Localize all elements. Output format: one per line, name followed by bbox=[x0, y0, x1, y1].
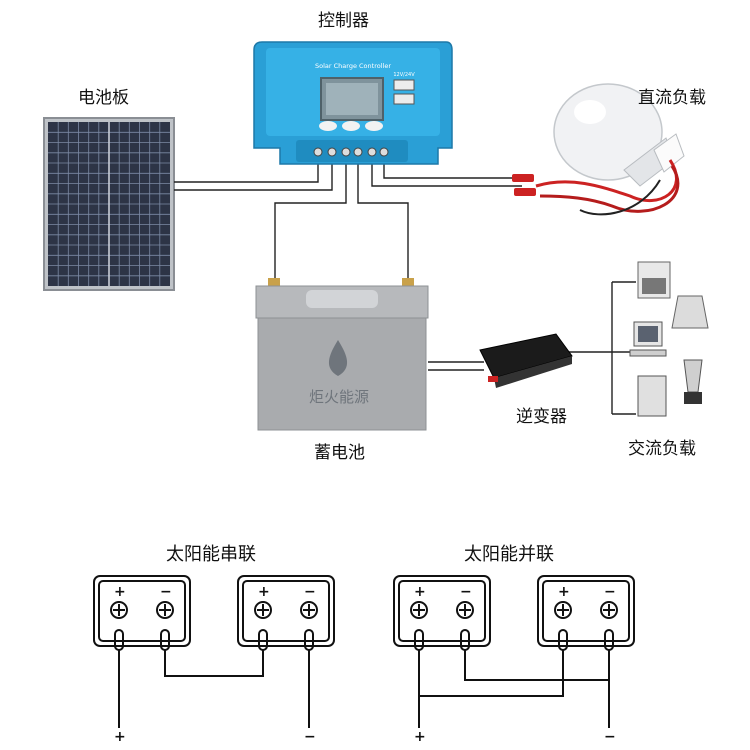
controller-label: 控制器 bbox=[318, 11, 369, 31]
inverter-label: 逆变器 bbox=[516, 407, 567, 427]
parallel-terminal-sign: − bbox=[460, 584, 472, 600]
battery: 炬火能源 bbox=[255, 278, 429, 431]
parallel-terminal-sign: + bbox=[558, 584, 570, 600]
ac-load-label: 交流负载 bbox=[628, 439, 696, 459]
ac-loads bbox=[629, 261, 709, 417]
wires-top bbox=[174, 155, 636, 415]
parallel-terminal-sign: − bbox=[604, 584, 616, 600]
charge-controller: Solar Charge Controller 12V/24V bbox=[253, 41, 453, 165]
series-terminal-sign: + bbox=[114, 584, 126, 600]
series-title: 太阳能串联 bbox=[166, 544, 256, 565]
series-circuit bbox=[93, 575, 335, 728]
parallel-output-plus: + bbox=[414, 729, 426, 745]
controller-brand-text: Solar Charge Controller bbox=[315, 62, 391, 70]
dc-load-label: 直流负载 bbox=[638, 88, 706, 108]
battery-brand-text: 炬火能源 bbox=[309, 388, 369, 406]
solar-panel bbox=[43, 117, 175, 291]
series-output-minus: − bbox=[304, 729, 316, 745]
parallel-title: 太阳能并联 bbox=[464, 544, 554, 565]
controller-voltage-text: 12V/24V bbox=[393, 72, 415, 78]
battery-label: 蓄电池 bbox=[314, 443, 365, 463]
series-output-plus: + bbox=[114, 729, 126, 745]
series-terminal-sign: − bbox=[160, 584, 172, 600]
inverter bbox=[479, 333, 573, 388]
solar-panel-label: 电池板 bbox=[78, 88, 129, 108]
parallel-terminal-sign: + bbox=[414, 584, 426, 600]
parallel-output-minus: − bbox=[604, 729, 616, 745]
dc-load-bulb bbox=[512, 83, 685, 216]
parallel-circuit bbox=[393, 575, 635, 728]
series-terminal-sign: − bbox=[304, 584, 316, 600]
series-terminal-sign: + bbox=[258, 584, 270, 600]
